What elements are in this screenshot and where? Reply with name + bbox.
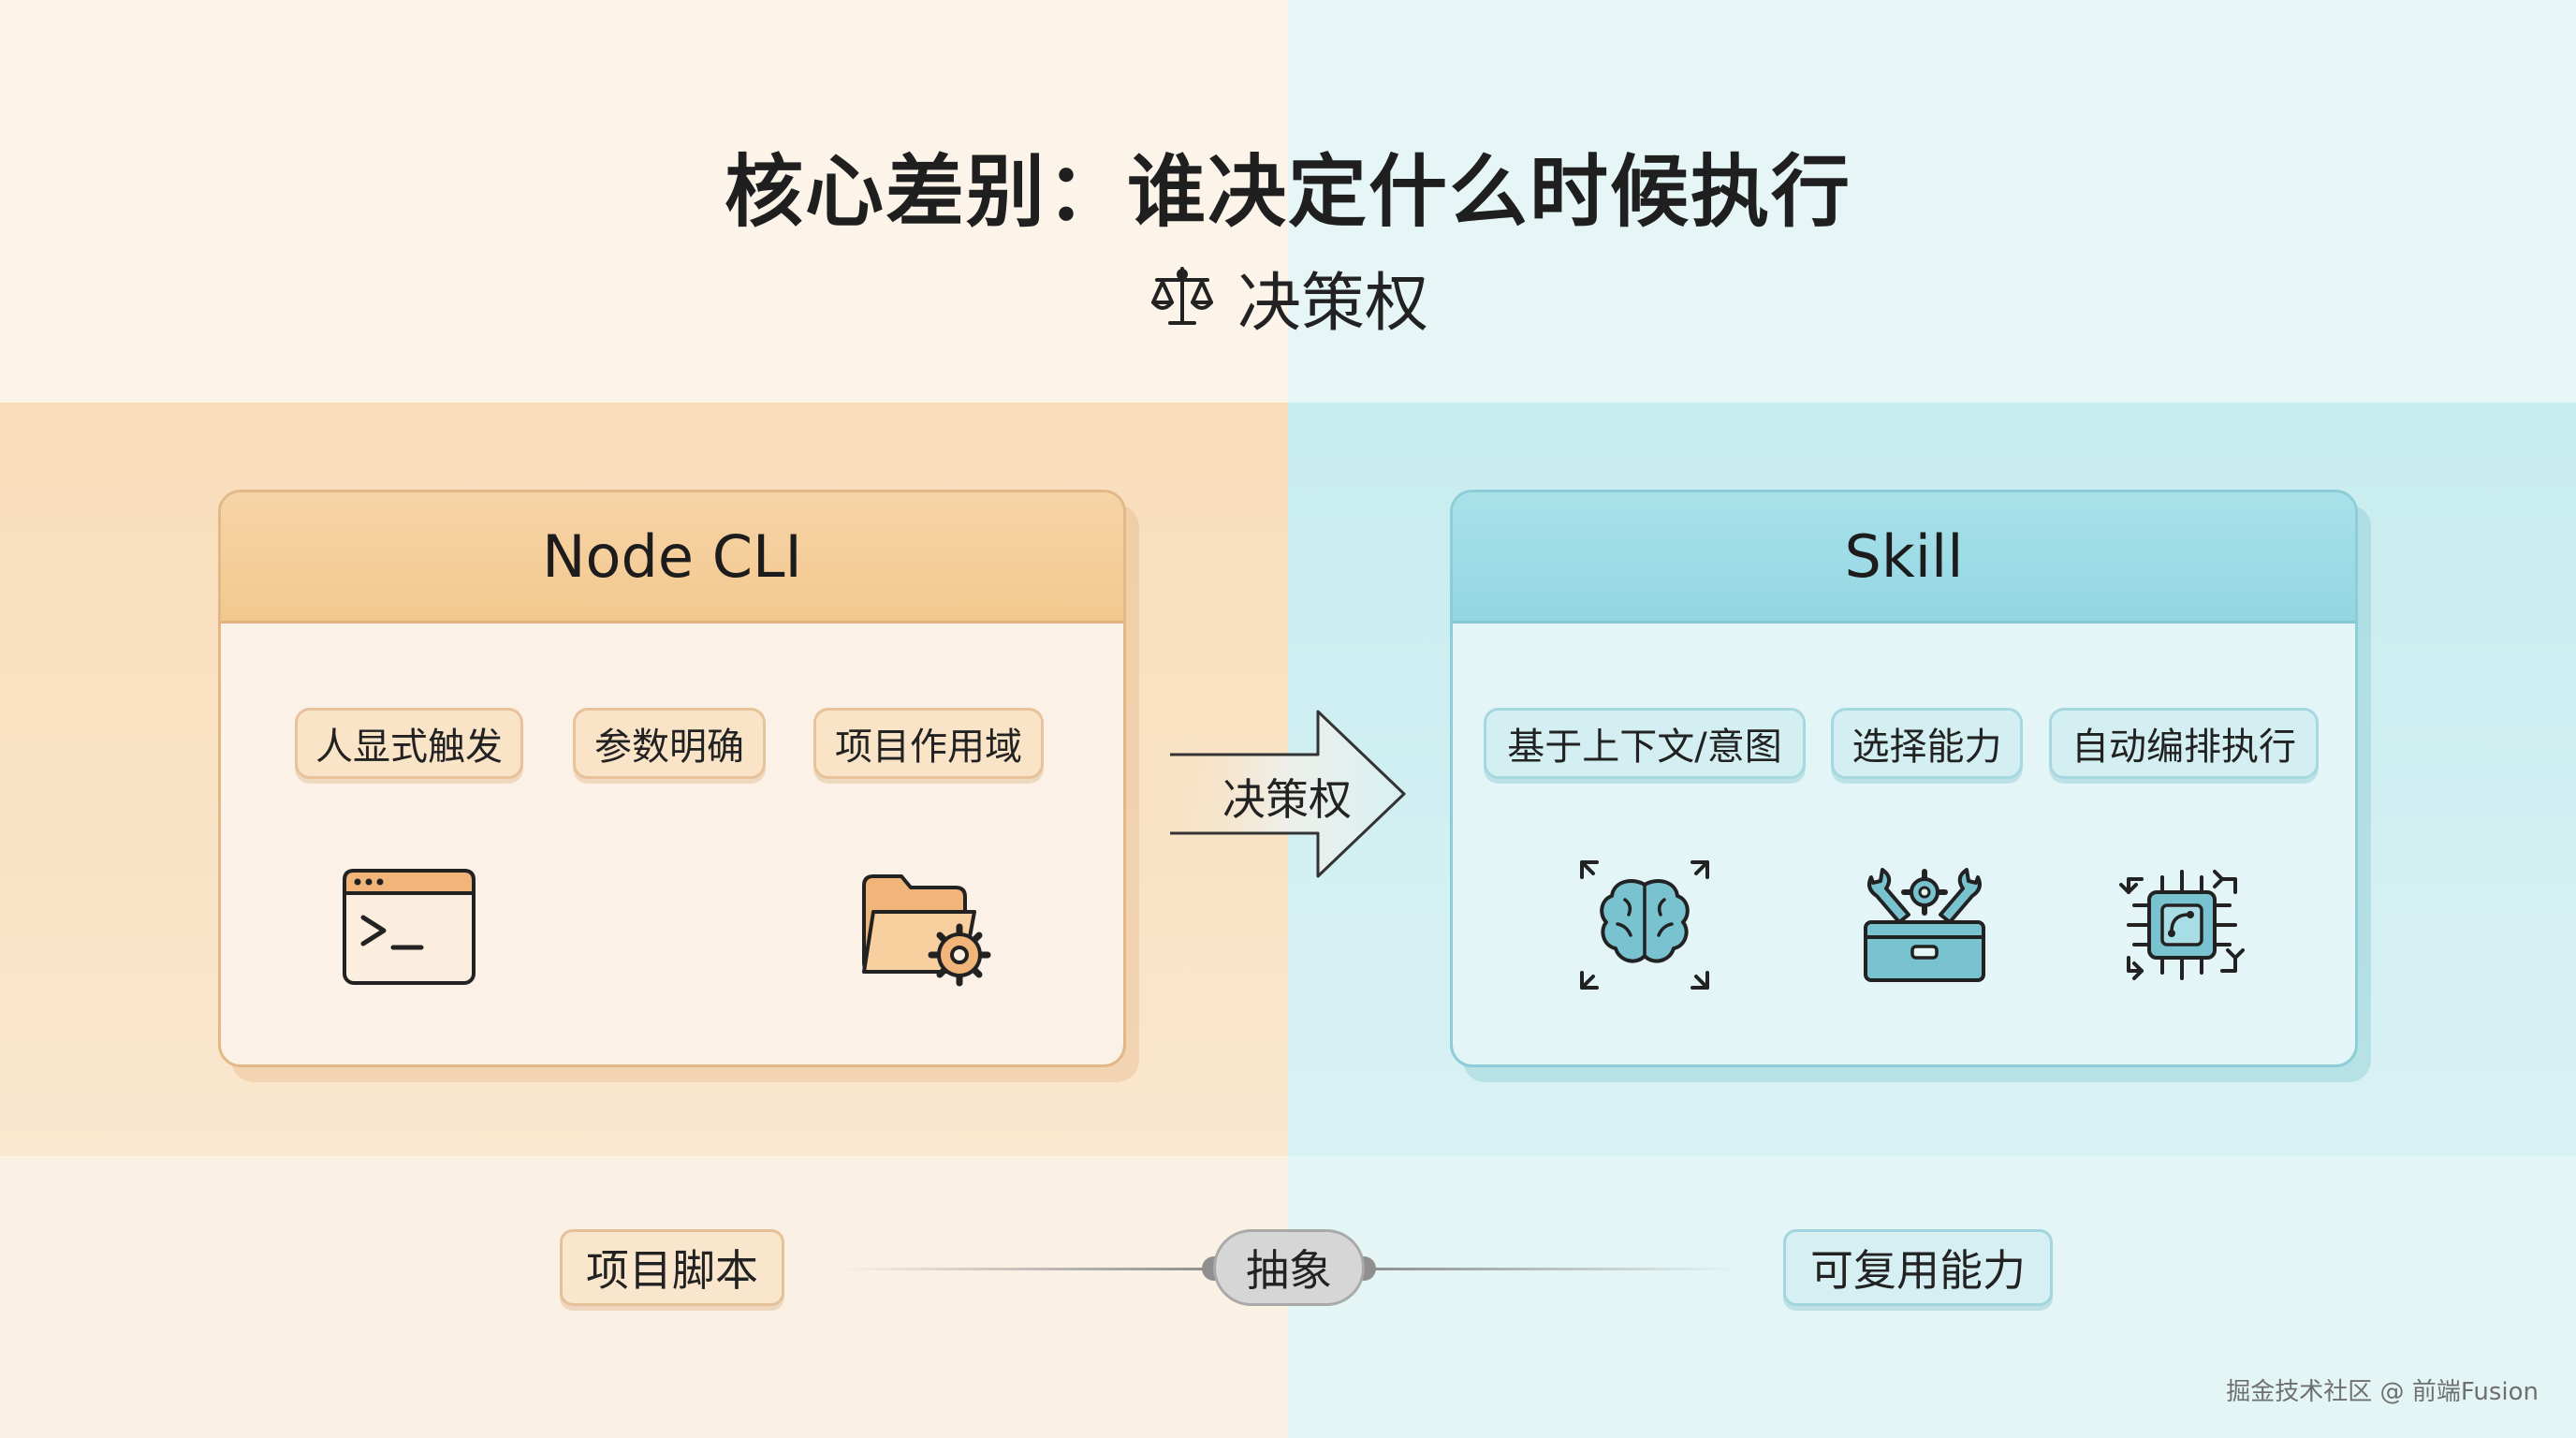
- toolbox-icon: [1856, 857, 1993, 997]
- page-title: 核心差别：谁决定什么时候执行: [724, 146, 1852, 238]
- decision-arrow: [1168, 710, 1412, 878]
- background-top-left: [0, 0, 1288, 403]
- balance-scale-icon: [1148, 261, 1217, 334]
- connector-left: [842, 1268, 1217, 1270]
- project-script-label: 项目脚本: [560, 1229, 784, 1306]
- subtitle: 决策权: [0, 251, 2576, 344]
- skill-panel-title: Skill: [1453, 492, 2355, 624]
- chip-project-scope: 项目作用域: [813, 708, 1044, 779]
- chip-select-capability: 选择能力: [1831, 708, 2023, 779]
- chip-context-intent: 基于上下文/意图: [1484, 708, 1806, 779]
- terminal-window-icon: [341, 867, 477, 990]
- brain-scan-icon: [1576, 857, 1713, 997]
- chip-explicit-trigger: 人显式触发: [295, 708, 523, 779]
- background-top-right: [1288, 0, 2576, 403]
- reusable-capability-label: 可复用能力: [1783, 1229, 2053, 1306]
- node-cli-panel-title: Node CLI: [221, 492, 1123, 624]
- subtitle-text: 决策权: [1237, 267, 1428, 341]
- chip-cycle-icon: [2114, 857, 2250, 997]
- chip-auto-orchestrate: 自动编排执行: [2049, 708, 2319, 779]
- folder-gear-icon: [858, 869, 995, 992]
- chip-explicit-params: 参数明确: [573, 708, 766, 779]
- abstraction-badge: 抽象: [1213, 1229, 1365, 1306]
- watermark: 掘金技术社区 @ 前端Fusion: [2226, 1378, 2539, 1406]
- connector-right: [1362, 1268, 1736, 1270]
- arrow-label: 决策权: [1222, 774, 1352, 825]
